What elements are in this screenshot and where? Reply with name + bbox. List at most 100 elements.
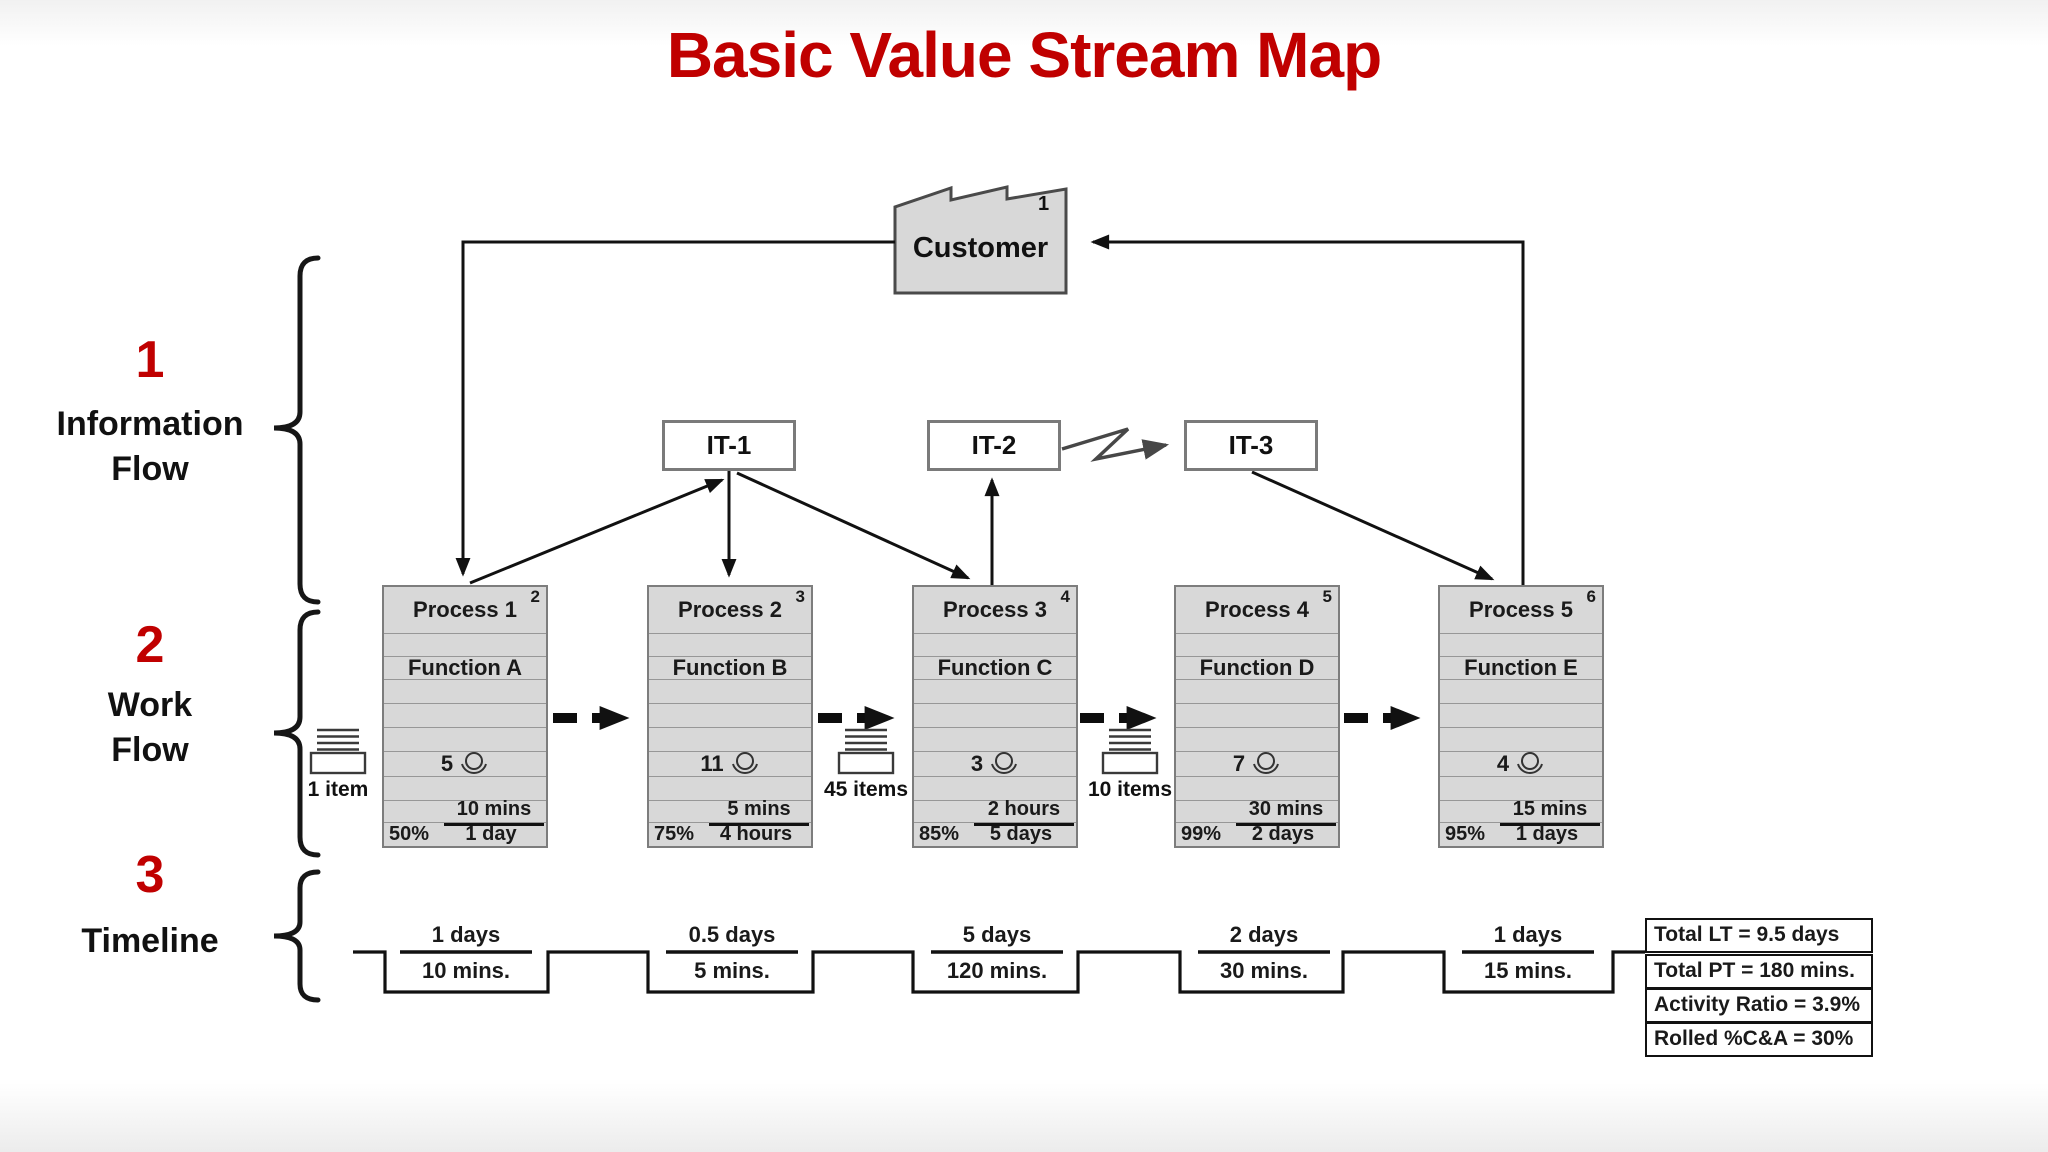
process-time: 30 mins [1236,798,1336,826]
section-label: Information [56,405,244,443]
it-system-box-3: IT-3 [1184,420,1318,471]
it3-to-process5-arrow [1251,470,1495,581]
operator-icon [991,751,1018,774]
empty-row [914,776,1076,800]
operator-count: 11 [700,751,724,776]
process-time-row: 5 mins [649,798,811,826]
bottom-row: 50% 1 day [384,822,546,846]
timeline-mins-4: 30 mins. [1219,958,1309,983]
lead-time: 1 day [465,823,517,845]
operator-icon [461,751,488,774]
operator-icon [731,751,758,774]
timeline-mins-1: 10 mins. [421,958,511,983]
section-label: Flow [111,731,189,769]
section-work-flow: 2 Work Flow [25,617,275,773]
process-time: 5 mins [709,798,809,826]
operator-count: 3 [970,751,984,776]
process-name-row: 2 Process 1 [384,587,546,633]
process-name: Process 2 [678,597,782,622]
empty-row [1440,727,1602,751]
percent-complete-accurate: 50% [389,823,430,845]
inventory-label-2: 45 items [823,778,909,801]
process-time-row: 10 mins [384,798,546,826]
process-name-row: 5 Process 4 [1176,587,1338,633]
process5-to-customer-arrow [1090,234,1525,585]
function-name: Function D [1199,655,1315,680]
timeline-brace [273,869,321,1003]
process-time: 10 mins [444,798,544,826]
operator-row: 3 [914,751,1076,776]
section-label: Timeline [81,922,219,960]
process-name-row: 3 Process 2 [649,587,811,633]
operator-icon [1517,751,1544,774]
empty-row [384,679,546,703]
work-flow-brace [273,609,321,858]
inventory-stack-icon-3 [1101,728,1159,775]
process-name: Process 1 [413,597,517,622]
process-time-row: 15 mins [1440,798,1602,826]
operator-row: 5 [384,751,546,776]
function-name: Function B [672,655,788,680]
operator-row: 11 [649,751,811,776]
timeline-days-3: 5 days [962,922,1032,947]
inventory-stack-icon-2 [837,728,895,775]
empty-row [384,727,546,751]
section-number-3: 3 [135,846,165,904]
customer-to-process1-arrow [455,240,895,577]
empty-row [914,633,1076,656]
timeline-step-line [353,950,1645,994]
empty-row [649,727,811,751]
function-row: Function C [914,655,1076,680]
bottom-row: 75% 4 hours [649,822,811,846]
inventory-stack-icon-1 [309,728,367,775]
bottom-row: 85% 5 days [914,822,1076,846]
inventory-label-1: 1 item [307,778,369,801]
operator-icon [1253,751,1280,774]
timeline-days-4: 2 days [1229,922,1299,947]
empty-row [384,703,546,727]
function-row: Function B [649,655,811,680]
summary-total-lt: Total LT = 9.5 days [1645,918,1873,953]
process-time: 15 mins [1500,798,1600,826]
empty-row [384,633,546,656]
process-name-row: 6 Process 5 [1440,587,1602,633]
empty-row [914,727,1076,751]
empty-row [1440,633,1602,656]
process-badge: 3 [795,587,805,606]
empty-row [649,776,811,800]
section-label: Flow [111,450,189,488]
percent-complete-accurate: 99% [1181,823,1222,845]
inventory-label-3: 10 items [1087,778,1173,801]
process-time: 2 hours [974,798,1074,826]
process-box-2: 3 Process 2 Function B 11 5 mins 75% 4 h… [647,585,813,848]
empty-row [649,633,811,656]
summary-total-pt: Total PT = 180 mins. [1645,954,1873,989]
percent-complete-accurate: 95% [1445,823,1486,845]
empty-row [649,679,811,703]
timeline-mins-2: 5 mins. [694,958,770,983]
process-name: Process 4 [1205,597,1309,622]
page-title: Basic Value Stream Map [666,19,1382,91]
function-name: Function E [1464,655,1578,680]
operator-row: 4 [1440,751,1602,776]
section-number-1: 1 [135,331,165,389]
process-time-row: 30 mins [1176,798,1338,826]
lead-time: 4 hours [719,823,793,845]
bottom-row: 99% 2 days [1176,822,1338,846]
operator-count: 7 [1232,751,1246,776]
timeline-mins-3: 120 mins. [946,958,1048,983]
function-name: Function A [407,655,523,680]
function-row: Function A [384,655,546,680]
empty-row [1176,633,1338,656]
it-system-box-1: IT-1 [662,420,796,471]
empty-row [649,703,811,727]
empty-row [1176,776,1338,800]
empty-row [1440,776,1602,800]
empty-row [1440,679,1602,703]
operator-count: 5 [440,751,454,776]
lead-time: 2 days [1251,823,1315,845]
timeline-mins-5: 15 mins. [1483,958,1573,983]
section-label: Work [107,686,193,724]
